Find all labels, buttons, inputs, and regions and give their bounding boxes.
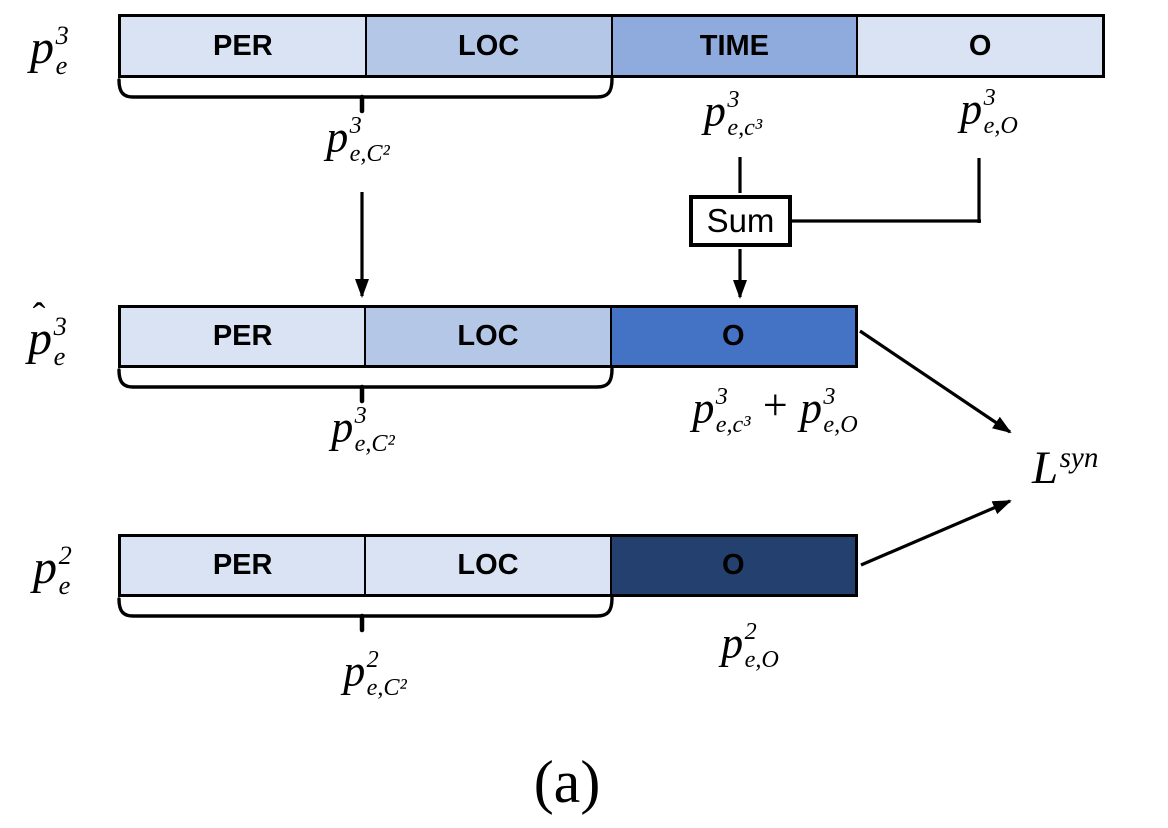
row3-segment-per: PER bbox=[121, 537, 365, 594]
row3-distribution-label: p 2 e bbox=[33, 540, 72, 601]
row3-o-mass-label: p 2 e,O bbox=[721, 618, 779, 673]
underbrace-row2 bbox=[117, 367, 614, 389]
row1-segment-o: O bbox=[856, 17, 1102, 75]
row2-sum-expression: p 3 e,c³ + p 3 e,O bbox=[692, 381, 858, 438]
row1-segment-time: TIME bbox=[610, 17, 857, 75]
row3-segment-loc: LOC bbox=[364, 537, 610, 594]
sum-box: Sum bbox=[689, 195, 792, 247]
row2-segment-o: O bbox=[609, 308, 855, 365]
row1-time-mass-label: p 3 e,c³ bbox=[703, 86, 763, 141]
row2-distribution-bar: PER LOC O bbox=[118, 305, 858, 368]
hat-accent: ˆ bbox=[32, 296, 46, 339]
row3-segment-o: O bbox=[609, 537, 855, 594]
row1-label-sup: 3 bbox=[55, 20, 69, 50]
row1-segment-loc: LOC bbox=[364, 17, 611, 75]
row2-segment-loc: LOC bbox=[364, 308, 610, 365]
row1-distribution-label: p 3 e bbox=[30, 20, 69, 81]
arrow-row3-to-loss bbox=[860, 499, 1012, 567]
row3-distribution-bar: PER LOC O bbox=[118, 534, 858, 597]
figure-caption: (a) bbox=[533, 749, 601, 815]
underbrace-row3 bbox=[117, 596, 614, 618]
plus-operator: + bbox=[762, 381, 788, 431]
row1-label-sub: e bbox=[55, 50, 68, 81]
row2-coarse-mass-label: p 3 e,C² bbox=[331, 402, 395, 457]
row1-segment-per: PER bbox=[121, 17, 365, 75]
underbrace-row1 bbox=[117, 77, 614, 99]
row1-coarse-mass-label: p 3 e,C² bbox=[326, 112, 390, 167]
row3-coarse-mass-label: p 2 e,C² bbox=[343, 646, 407, 701]
row1-distribution-bar: PER LOC TIME O bbox=[118, 14, 1105, 78]
arrow-row2-to-loss bbox=[859, 329, 1012, 434]
loss-label: L syn bbox=[1032, 441, 1099, 495]
row2-segment-per: PER bbox=[121, 308, 365, 365]
row1-o-mass-label: p 3 e,O bbox=[960, 84, 1018, 139]
